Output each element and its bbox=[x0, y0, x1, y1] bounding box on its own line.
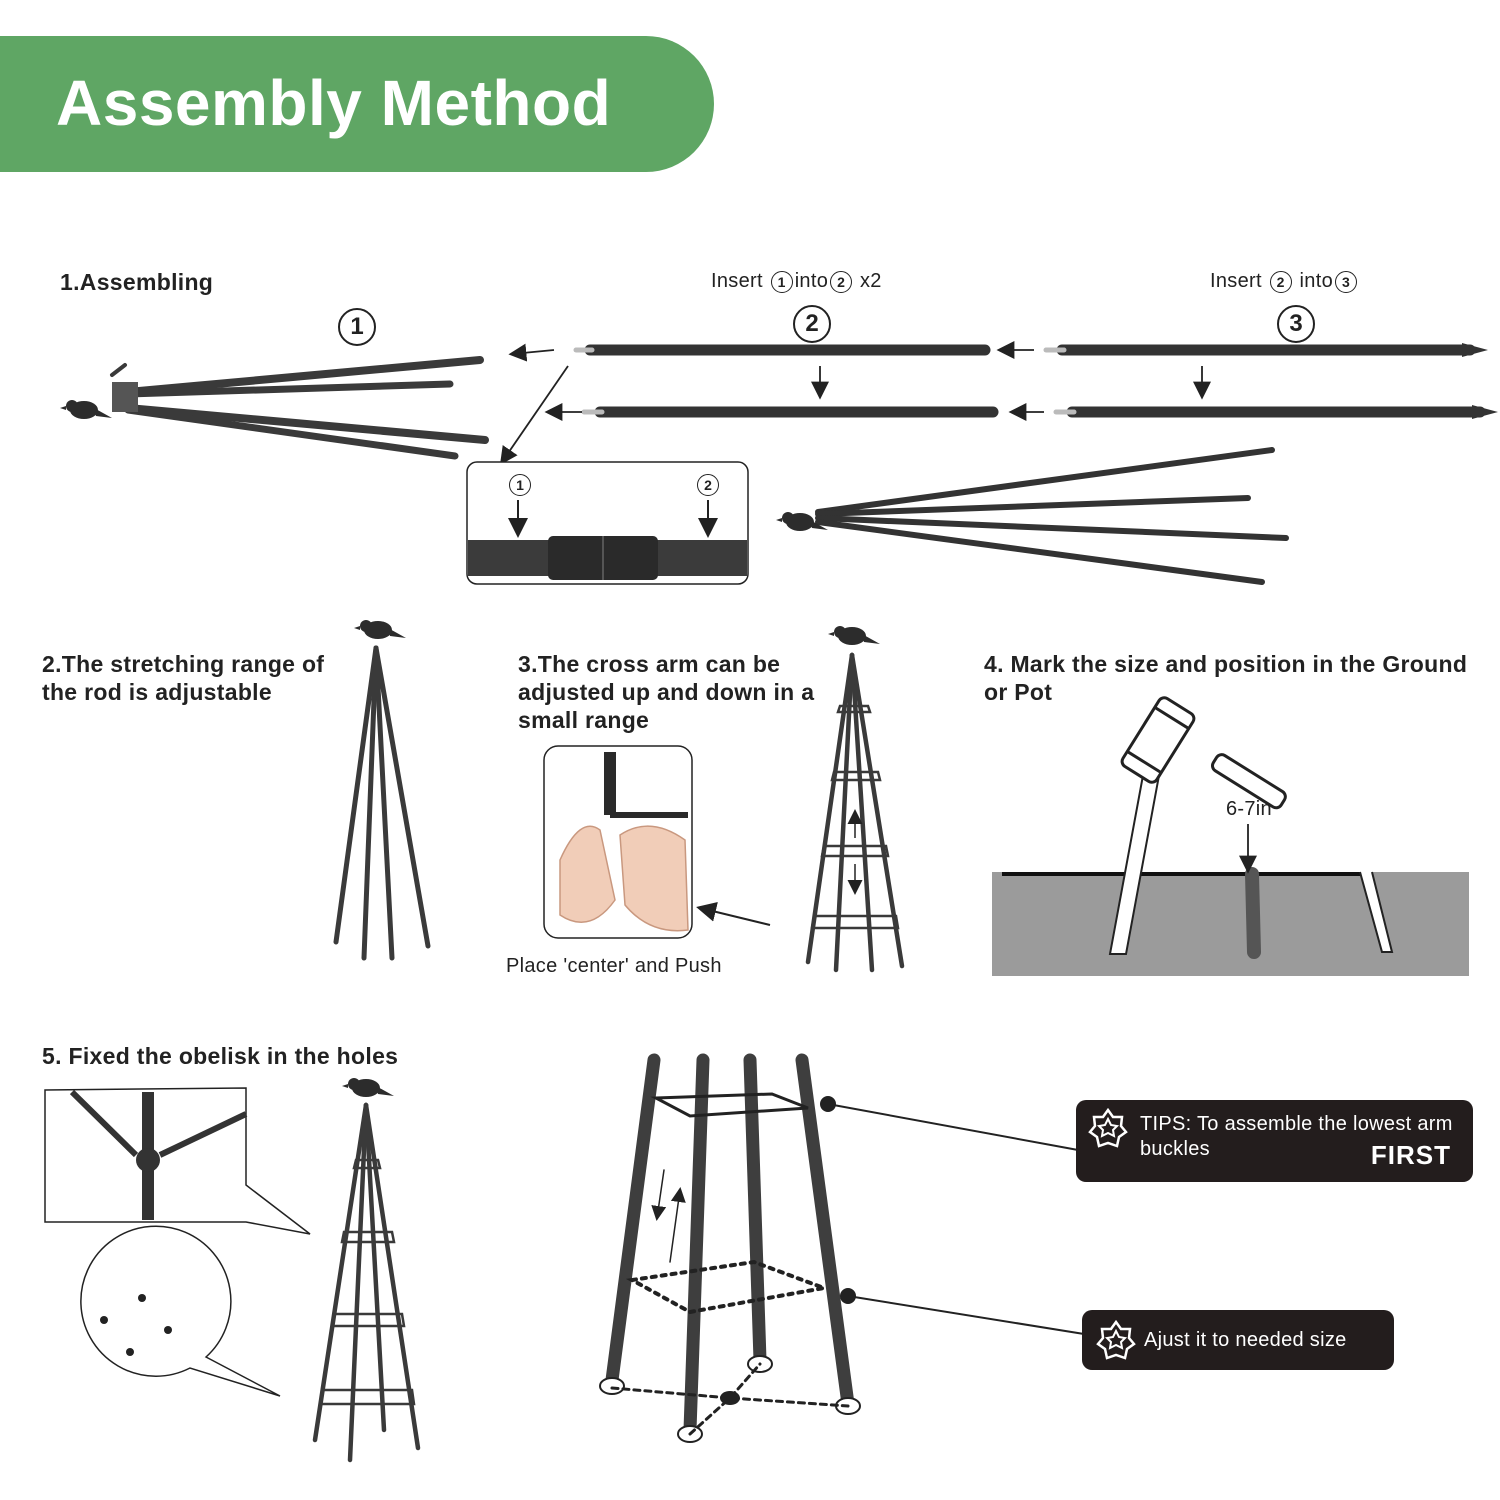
ground bbox=[992, 867, 1469, 976]
star-badge-icon bbox=[1088, 1108, 1128, 1148]
part-2-marker-small: 2 bbox=[830, 270, 853, 293]
part-1-marker: 1 bbox=[338, 308, 376, 346]
bird-finial-icon bbox=[828, 626, 880, 645]
step-2-title: 2.The stretching range of the rod is adj… bbox=[42, 651, 325, 705]
insert-arrows bbox=[499, 341, 1211, 465]
place-push-caption: Place 'center' and Push bbox=[506, 955, 722, 977]
obelisk-tall bbox=[333, 645, 431, 961]
assembled-frame bbox=[815, 447, 1289, 585]
obelisk-full bbox=[312, 1102, 421, 1463]
insert-word: Insert bbox=[711, 270, 763, 292]
part-1-frame bbox=[110, 356, 489, 460]
step-4-title: 4. Mark the size and position in the Gro… bbox=[984, 651, 1468, 705]
header-banner bbox=[0, 36, 714, 172]
step-3-title: 3.The cross arm can be adjusted up and d… bbox=[518, 651, 815, 733]
part-2-marker-small: 2 bbox=[1269, 270, 1292, 293]
tip-text: TIPS: To assemble the lowest arm buckles bbox=[1140, 1113, 1453, 1160]
into-word: into bbox=[1299, 270, 1333, 292]
bird-finial-icon bbox=[60, 400, 112, 419]
hands-photo bbox=[543, 745, 693, 939]
part-1-marker-small: 1 bbox=[770, 270, 793, 293]
bird-finial-icon bbox=[354, 620, 406, 639]
part-2-marker: 2 bbox=[793, 305, 831, 343]
connector-detail bbox=[44, 1087, 311, 1235]
part-2-rods bbox=[573, 344, 999, 418]
into-word: into bbox=[794, 270, 829, 292]
joint-detail bbox=[466, 461, 749, 585]
depth-label: 6-7in bbox=[1226, 798, 1272, 820]
push-arrow bbox=[696, 902, 771, 926]
holes-detail bbox=[80, 1225, 281, 1397]
tip-box-first: TIPS: To assemble the lowest arm buckles… bbox=[1076, 1100, 1473, 1182]
tip-text: Ajust it to needed size bbox=[1144, 1329, 1347, 1351]
step-1-title: 1.Assembling bbox=[60, 269, 214, 295]
tip-box-adjust: Ajust it to needed size bbox=[1082, 1310, 1394, 1370]
part-3-marker-small: 3 bbox=[1335, 270, 1357, 293]
joint-part-2-marker: 2 bbox=[697, 474, 719, 496]
insert-word: Insert bbox=[1210, 270, 1262, 292]
obelisk-base-large bbox=[599, 1053, 861, 1443]
bird-finial-icon bbox=[342, 1078, 394, 1097]
tip-pointers bbox=[820, 1096, 1085, 1335]
joint-part-1-marker: 1 bbox=[509, 474, 531, 496]
part-3-marker: 3 bbox=[1277, 305, 1315, 343]
step-5-title: 5. Fixed the obelisk in the holes bbox=[42, 1043, 399, 1069]
star-badge-icon bbox=[1096, 1320, 1136, 1360]
tip-emphasis: FIRST bbox=[1370, 1140, 1451, 1170]
multiplier: x2 bbox=[860, 270, 882, 292]
hammer-icon bbox=[1120, 696, 1287, 810]
page-title: Assembly Method bbox=[56, 67, 612, 139]
part-3-rods bbox=[1043, 343, 1498, 419]
